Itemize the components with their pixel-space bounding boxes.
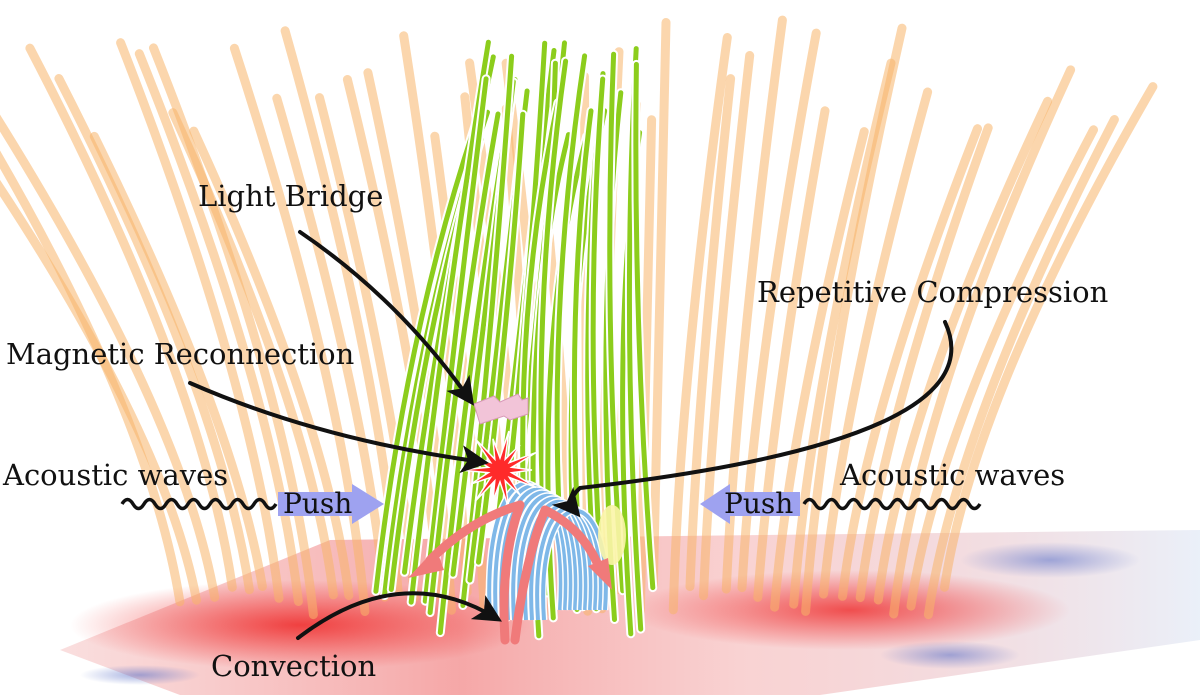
background-field-line <box>906 125 1098 611</box>
background-field-line <box>229 43 370 616</box>
background-field-line <box>753 106 830 602</box>
background-field-line <box>819 87 933 599</box>
convection-arrow-up-right <box>510 505 550 645</box>
background-field-line <box>838 124 982 601</box>
acoustic-waves <box>120 497 982 511</box>
reconnection-pointer-arrow <box>188 381 489 474</box>
push-left-label: Push <box>283 487 353 520</box>
background-field-line <box>873 96 1053 605</box>
light-bridge-marker <box>473 393 529 425</box>
light-bridge-field-line <box>408 39 491 605</box>
convection-arrow-left <box>425 500 525 565</box>
magnetic-reconnection-label: Magnetic Reconnection <box>6 337 355 371</box>
background-field-line <box>189 126 354 600</box>
convection-arrowhead-left <box>408 548 444 578</box>
light-bridge-label: Light Bridge <box>198 179 384 213</box>
bright-blob <box>598 505 626 565</box>
background-field-line <box>0 179 201 605</box>
background-field-line <box>648 18 671 591</box>
annotation-arrows <box>188 230 954 640</box>
reconnection-loop <box>493 484 568 621</box>
repetitive-compression-label: Repetitive Compression <box>757 275 1109 309</box>
acoustic-wave-left-icon <box>120 497 278 511</box>
light-bridge-field-line <box>427 111 501 616</box>
light-bridge-pointer-arrow <box>298 230 475 406</box>
push-arrow-right-icon <box>700 484 800 524</box>
convection-arrowhead-right <box>588 558 612 590</box>
background-field-line <box>770 127 869 612</box>
light-bridge-field-line <box>422 76 489 604</box>
acoustic-waves-left-label: Acoustic waves <box>3 458 229 492</box>
push-arrow-left-icon <box>278 484 384 524</box>
background-field-line <box>855 123 993 603</box>
acoustic-wave-right-icon <box>802 497 982 511</box>
background-field-line <box>721 15 787 594</box>
background-field-line <box>801 23 907 616</box>
light-bridge-field-line <box>373 115 480 594</box>
background-field-line <box>116 38 284 603</box>
background-field-line <box>923 115 1119 620</box>
background-field-line <box>789 58 896 609</box>
background-field-line <box>737 28 821 593</box>
compression-pointer-arrow <box>551 320 954 518</box>
acoustic-waves-right-label: Acoustic waves <box>840 458 1066 492</box>
convection-arrow-up-left <box>499 500 525 645</box>
reconnection-loop <box>511 493 583 621</box>
background-field-line <box>668 33 732 615</box>
background-field-line <box>134 49 303 606</box>
background-field-line <box>940 82 1158 592</box>
background-field-line <box>25 43 237 592</box>
background-field-line <box>0 114 220 602</box>
convection-label: Convection <box>211 649 377 683</box>
background-field-line <box>685 74 736 592</box>
convection-pointer-arrow <box>296 591 502 640</box>
background-field-line <box>889 65 1076 619</box>
background-field-line <box>699 51 755 601</box>
push-arrows <box>278 484 800 524</box>
push-right-label: Push <box>724 487 794 520</box>
background-field-line <box>168 108 338 600</box>
light-bridge-field-line <box>633 61 656 591</box>
background-field-line <box>54 74 254 595</box>
convection-arrows <box>425 500 605 645</box>
light-bridge-field-line <box>476 111 526 565</box>
